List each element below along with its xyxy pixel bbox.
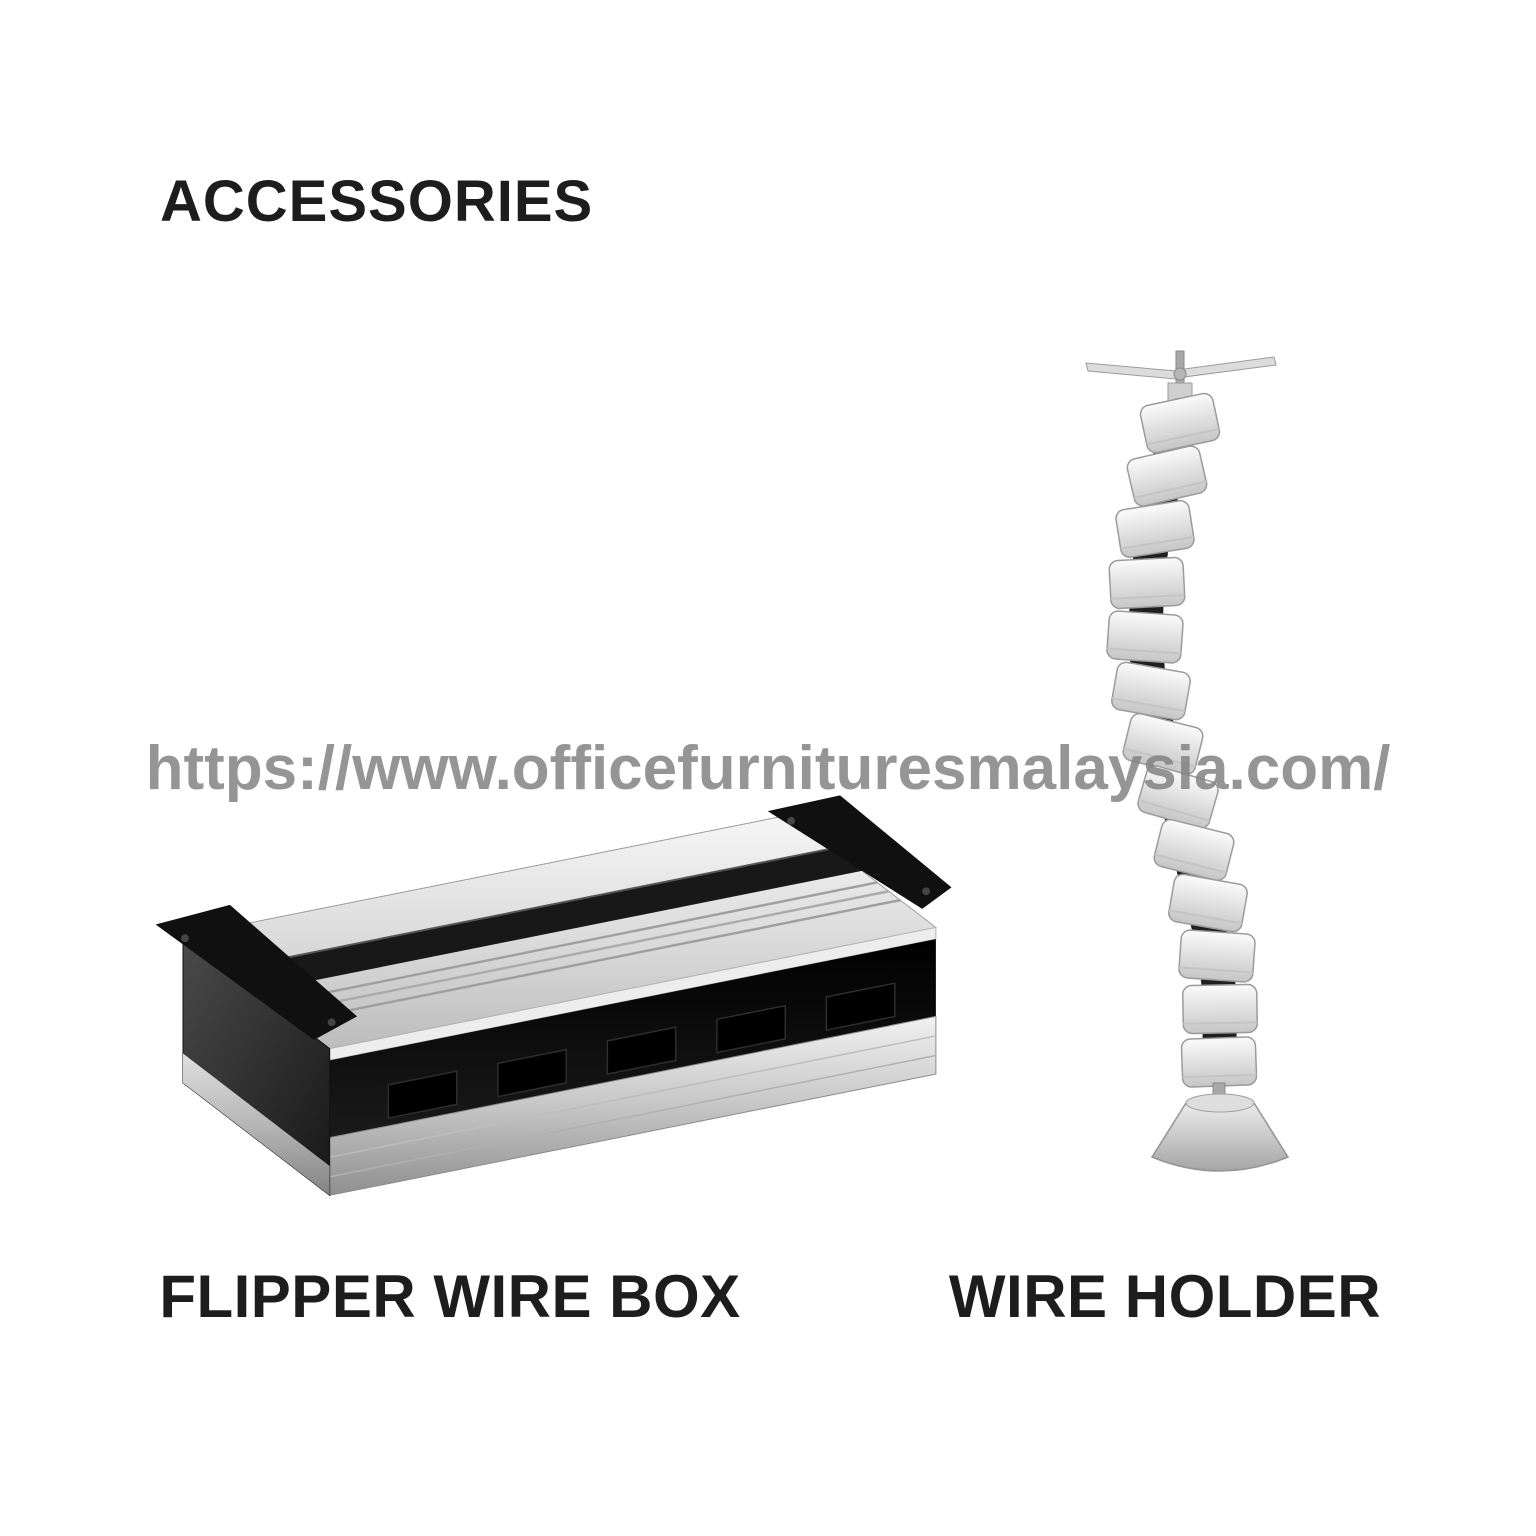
product-figure-flipper-wire-box — [95, 760, 975, 1220]
flipper-wire-box-image — [155, 795, 952, 1197]
wire-holder-image — [1085, 350, 1290, 1172]
flipper-wire-box-label: FLIPPER WIRE BOX — [159, 1263, 741, 1330]
wire-holder-label: WIRE HOLDER — [948, 1263, 1382, 1330]
page-title: ACCESSORIES — [160, 169, 594, 234]
product-figure-wire-holder — [1030, 295, 1330, 1205]
